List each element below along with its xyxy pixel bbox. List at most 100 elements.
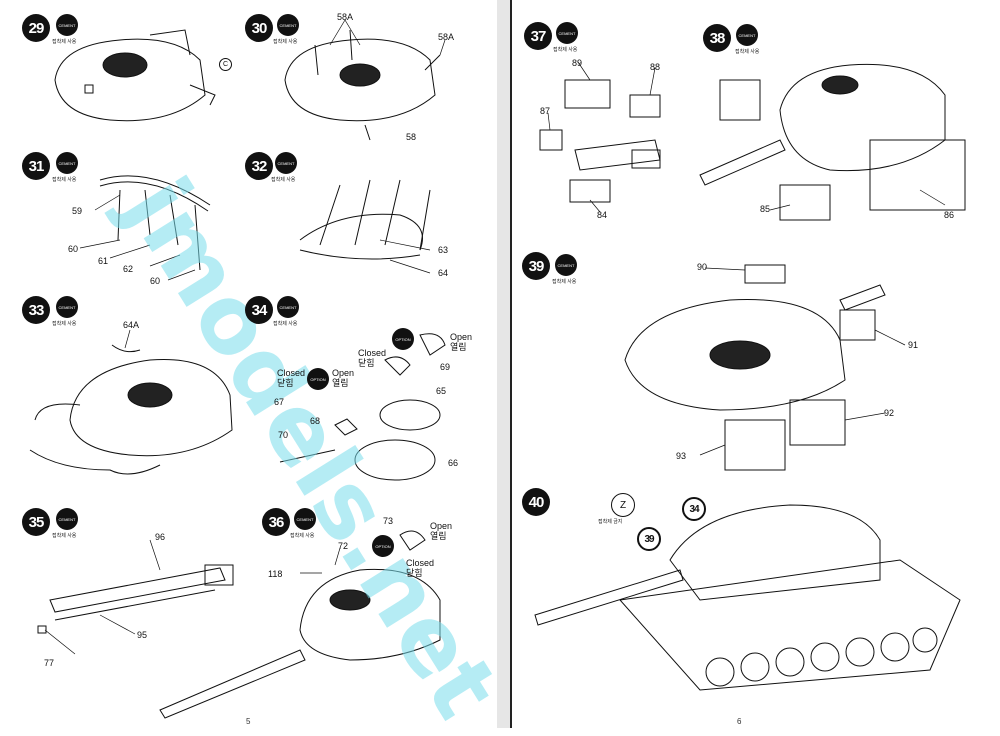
- option-badge: OPTION: [372, 535, 394, 557]
- part-label: 89: [572, 58, 583, 68]
- cement-note: 접착제 사용: [52, 533, 77, 539]
- part-label: 84: [597, 210, 608, 220]
- turret-drawing-39: [624, 264, 886, 471]
- part-label: 60: [68, 244, 79, 254]
- part-label: 67: [274, 397, 285, 407]
- part-label: 92: [884, 408, 895, 418]
- part-label: 64A: [123, 320, 140, 330]
- part-label: 73: [383, 516, 394, 526]
- cement-label: CEMENT: [557, 262, 575, 268]
- step-29-marker: 29: [22, 14, 50, 42]
- part-label: 72: [338, 541, 349, 551]
- part-label: 68: [310, 416, 321, 426]
- part-label: 61: [98, 256, 109, 266]
- cement-label: CEMENT: [58, 22, 76, 28]
- cement-badge: CEMENT: [56, 14, 78, 36]
- cement-label: CEMENT: [279, 22, 297, 28]
- step-33-marker: 33: [22, 296, 50, 324]
- stowage-rack-31: [99, 175, 211, 271]
- cement-note: 접착제 사용: [553, 47, 578, 53]
- cement-label: CEMENT: [279, 304, 297, 310]
- step-35-marker: 35: [22, 508, 50, 536]
- closed-text: Closed: [406, 558, 435, 568]
- turret-drawing-33: [29, 344, 233, 475]
- page-number-left: 5: [246, 717, 251, 726]
- part-label: 70: [278, 430, 289, 440]
- page-number-right: 6: [737, 717, 742, 726]
- open-text-kr: 열림: [450, 342, 467, 352]
- cement-badge: CEMENT: [277, 14, 299, 36]
- cement-note: 접착제 사용: [273, 321, 298, 327]
- step-37-marker: 37: [524, 22, 552, 50]
- cement-note: 접착제 사용: [735, 49, 760, 55]
- part-label: 58A: [438, 32, 455, 42]
- cement-badge: CEMENT: [736, 24, 758, 46]
- cement-badge: CEMENT: [555, 254, 577, 276]
- part-label: 69: [440, 362, 451, 372]
- open-text: Open: [332, 368, 355, 378]
- cement-label: CEMENT: [558, 30, 576, 36]
- part-label: 59: [72, 206, 83, 216]
- closed-text-kr: 닫힘: [358, 358, 375, 368]
- cement-label: CEMENT: [58, 516, 76, 522]
- open-text-kr: 열림: [332, 378, 349, 388]
- option-badge: OPTION: [307, 368, 329, 390]
- part-label: 66: [448, 458, 459, 468]
- part-label: 95: [137, 630, 148, 640]
- option-badge: OPTION: [392, 328, 414, 350]
- step-30-marker: 30: [245, 14, 273, 42]
- closed-text-kr: 닫힘: [406, 568, 423, 578]
- cement-note: 접착제 사용: [552, 279, 577, 285]
- step-39-reference: 39: [637, 527, 661, 551]
- part-label: 58: [406, 132, 417, 142]
- turret-drawing-38: [699, 63, 966, 221]
- open-text: Open: [450, 332, 473, 342]
- part-label: 86: [944, 210, 955, 220]
- turret-drawing-30: [284, 29, 441, 141]
- cupola-drawing-34: [279, 333, 446, 481]
- option-label: OPTION: [395, 336, 411, 342]
- cement-badge: CEMENT: [277, 296, 299, 318]
- cement-badge: CEMENT: [56, 296, 78, 318]
- part-label: 88: [650, 62, 661, 72]
- part-label: 58A: [337, 12, 354, 22]
- part-label: 65: [436, 386, 447, 396]
- part-label: 60: [150, 276, 161, 286]
- part-label: 64: [438, 268, 449, 278]
- cement-note: 접착제 사용: [290, 533, 315, 539]
- cement-note: 접착제 사용: [52, 321, 77, 327]
- cement-badge: CEMENT: [556, 22, 578, 44]
- step-38-marker: 38: [703, 24, 731, 52]
- step-34-marker: 34: [245, 296, 273, 324]
- cement-label: CEMENT: [738, 32, 756, 38]
- turret-drawing-36: [159, 530, 441, 719]
- closed-text-kr: 닫힘: [277, 378, 294, 388]
- no-cement-note: 접착제 금지: [598, 519, 623, 525]
- cement-label: CEMENT: [296, 516, 314, 522]
- cement-badge: CEMENT: [275, 152, 297, 174]
- no-cement-icon: Z: [611, 493, 635, 517]
- part-label: 93: [676, 451, 687, 461]
- closed-text: Closed: [358, 348, 387, 358]
- gun-barrel-drawing-35: [37, 564, 234, 634]
- turret-drawing-29: [54, 29, 216, 122]
- cement-note: 접착제 사용: [273, 39, 298, 45]
- closed-text: Closed: [277, 368, 306, 378]
- step-34-reference: 34: [682, 497, 706, 521]
- step-32-marker: 32: [245, 152, 273, 180]
- step-39-marker: 39: [522, 252, 550, 280]
- part-label: 77: [44, 658, 55, 668]
- completed-tank-drawing-40: [534, 504, 961, 691]
- cement-badge: CEMENT: [56, 508, 78, 530]
- leader-lines: [44, 19, 946, 655]
- step-36-marker: 36: [262, 508, 290, 536]
- part-label: 90: [697, 262, 708, 272]
- part-label: 85: [760, 204, 771, 214]
- armor-blocks-37: [539, 79, 661, 203]
- part-label: 91: [908, 340, 919, 350]
